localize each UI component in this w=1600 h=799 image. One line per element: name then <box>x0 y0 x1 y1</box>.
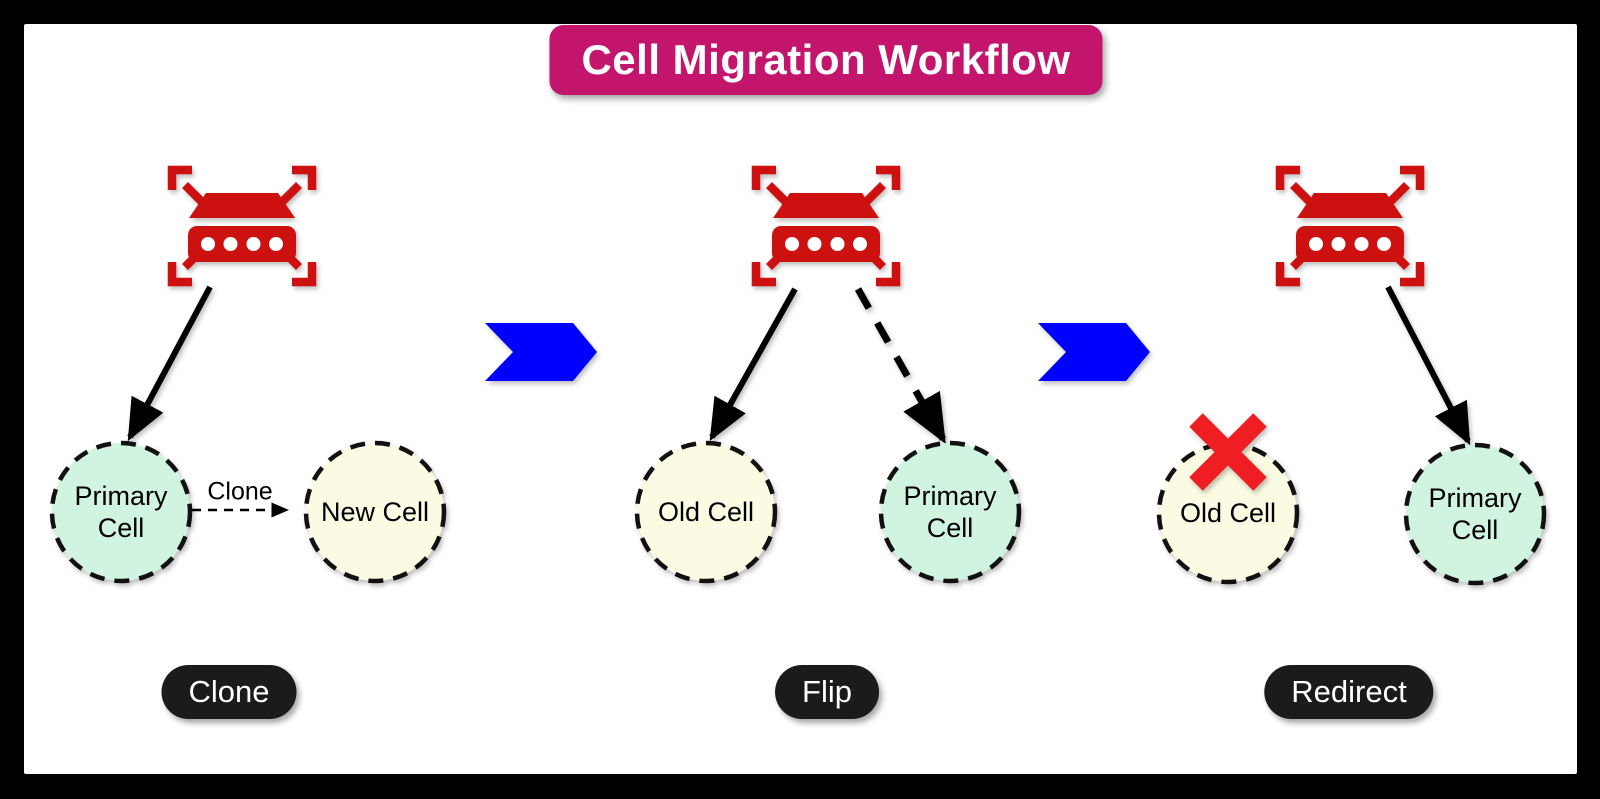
primary-traffic-arrow <box>127 285 213 442</box>
stage-label-flip: Flip <box>775 665 879 719</box>
cross-icon <box>1189 413 1267 491</box>
diagram-canvas <box>24 24 1577 774</box>
primary-traffic-arrow <box>1385 285 1471 446</box>
load-balancer-icon <box>1280 170 1420 282</box>
cell-circle-old <box>634 440 778 584</box>
stage-label-redirect: Redirect <box>1264 665 1434 719</box>
cell-circle-new <box>303 440 447 584</box>
stage-clone-graphics <box>49 170 447 584</box>
load-balancer-icon <box>756 170 896 282</box>
cell-circle-primary <box>878 440 1022 584</box>
cell-circle-primary <box>49 440 193 584</box>
flow-chevron-icon <box>1038 323 1150 381</box>
clone-arrow-label: Clone <box>207 477 273 506</box>
load-balancer-icon <box>172 170 312 282</box>
page-title: Cell Migration Workflow <box>581 36 1071 83</box>
stage-label-clone: Clone <box>161 665 297 719</box>
cell-circle-primary <box>1403 442 1547 586</box>
primary-traffic-arrow <box>709 287 798 442</box>
title-banner: Cell Migration Workflow <box>549 25 1103 95</box>
stage-redirect-graphics <box>1156 170 1547 586</box>
shadow-traffic-arrow <box>854 287 947 444</box>
flow-chevron-icon <box>485 323 597 381</box>
stage-flip-graphics <box>634 170 1022 584</box>
